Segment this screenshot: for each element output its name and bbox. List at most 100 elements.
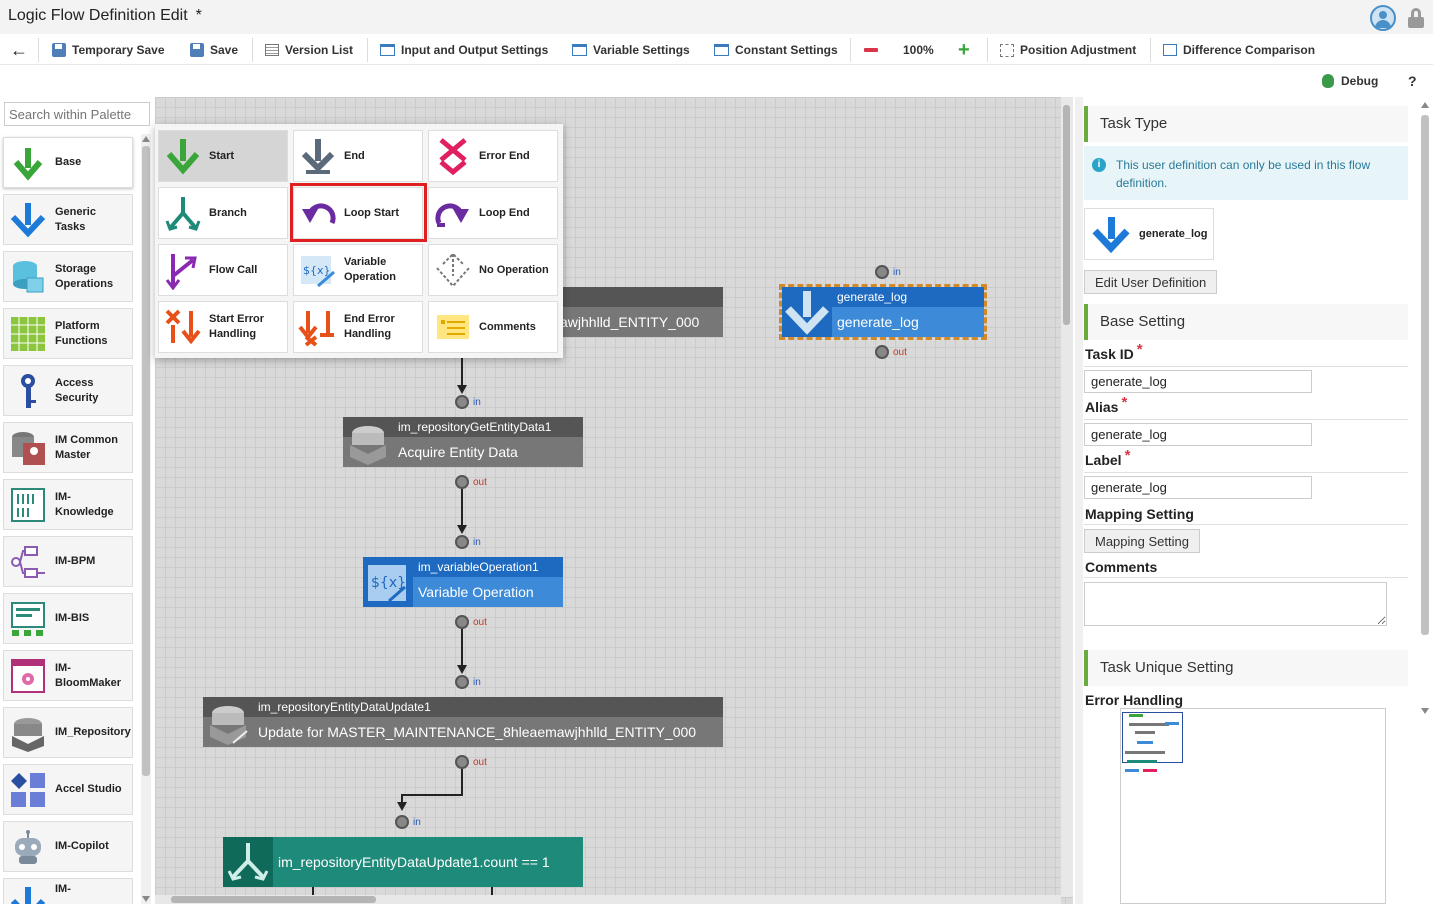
- repository-update-icon: [203, 697, 253, 747]
- loop-start-icon: [298, 193, 338, 233]
- info-icon: i: [1092, 158, 1106, 172]
- palette-category-accel-studio[interactable]: Accel Studio: [3, 764, 133, 815]
- palette-element-branch[interactable]: Branch: [158, 187, 288, 239]
- palette-category-im-knowledge[interactable]: IM-Knowledge: [3, 479, 133, 530]
- port-out[interactable]: [455, 755, 469, 769]
- toolbar: ← Temporary Save Save Version List Input…: [0, 34, 1433, 65]
- io-settings-button[interactable]: Input and Output Settings: [380, 41, 548, 59]
- port-in[interactable]: [875, 265, 889, 279]
- port-out[interactable]: [875, 345, 889, 359]
- palette-category-list: Base Generic Tasks Storage Operations Pl…: [0, 131, 140, 904]
- palette-category-generic-tasks[interactable]: Generic Tasks: [3, 194, 133, 245]
- palette-category-im-bis[interactable]: IM-BIS: [3, 593, 133, 644]
- port-in[interactable]: [395, 815, 409, 829]
- palette-category-im-more[interactable]: IM-: [3, 878, 133, 904]
- minimap-viewport[interactable]: [1122, 712, 1183, 763]
- window-icon: [380, 44, 395, 56]
- palette-category-platform-functions[interactable]: Platform Functions: [3, 308, 133, 359]
- flow-node-branch[interactable]: im_repositoryEntityDataUpdate1.count == …: [223, 837, 583, 887]
- mapping-setting-button[interactable]: Mapping Setting: [1084, 529, 1200, 553]
- flow-call-icon: [163, 250, 203, 291]
- window-icon: [714, 44, 729, 56]
- key-icon: [9, 372, 47, 410]
- lock-icon[interactable]: [1407, 8, 1425, 28]
- palette-category-storage-operations[interactable]: Storage Operations: [3, 251, 133, 302]
- palette-element-error-end[interactable]: Error End: [428, 130, 558, 182]
- start-arrow-icon: [9, 144, 47, 182]
- temporary-save-button[interactable]: Temporary Save: [52, 41, 165, 59]
- variable-settings-button[interactable]: Variable Settings: [572, 41, 690, 59]
- knowledge-icon: [9, 486, 47, 524]
- label-input[interactable]: [1084, 476, 1312, 499]
- alias-label: Alias*: [1085, 394, 1128, 415]
- save-icon: [190, 43, 204, 57]
- task-id-input[interactable]: [1084, 370, 1312, 393]
- repository-icon: [9, 714, 47, 752]
- position-adjustment-button[interactable]: Position Adjustment: [1000, 41, 1136, 59]
- branch-icon: [163, 193, 203, 233]
- task-id-label: Task ID*: [1085, 341, 1143, 362]
- port-in[interactable]: [455, 675, 469, 689]
- position-adjust-icon: [1000, 43, 1014, 57]
- canvas-vertical-scrollbar[interactable]: [1061, 97, 1073, 897]
- palette-element-variable-operation[interactable]: ${x} Variable Operation: [293, 244, 423, 296]
- flow-node-entity-data-update[interactable]: im_repositoryEntityDataUpdate1 Update fo…: [203, 697, 723, 747]
- port-out[interactable]: [455, 475, 469, 489]
- section-base-setting: Base Setting: [1084, 304, 1408, 340]
- palette-category-im-common-master[interactable]: IM Common Master: [3, 422, 133, 473]
- back-button[interactable]: ←: [10, 40, 28, 60]
- palette-element-loop-start[interactable]: Loop Start: [293, 187, 423, 239]
- palette-element-comments[interactable]: Comments: [428, 301, 558, 353]
- bug-icon: [1322, 74, 1334, 88]
- debug-button[interactable]: Debug: [1322, 72, 1378, 90]
- minus-icon: [864, 48, 878, 52]
- difference-comparison-button[interactable]: Difference Comparison: [1163, 41, 1315, 59]
- canvas-minimap[interactable]: [1120, 708, 1386, 904]
- save-button[interactable]: Save: [190, 41, 238, 59]
- version-list-button[interactable]: Version List: [265, 41, 353, 59]
- palette-scrollbar[interactable]: [141, 134, 151, 904]
- accel-studio-icon: [9, 771, 47, 809]
- flow-node-variable-operation[interactable]: ${x} im_variableOperation1 Variable Oper…: [363, 557, 563, 607]
- start-error-handling-icon: [163, 307, 203, 347]
- window-icon: [572, 44, 587, 56]
- zoom-in-button[interactable]: +: [958, 40, 970, 60]
- palette-element-end[interactable]: End: [293, 130, 423, 182]
- task-type-card: generate_log: [1084, 208, 1214, 260]
- properties-scrollbar[interactable]: [1419, 102, 1431, 714]
- palette-category-im-bpm[interactable]: IM-BPM: [3, 536, 133, 587]
- palette-category-access-security[interactable]: Access Security: [3, 365, 133, 416]
- section-task-unique-setting: Task Unique Setting: [1084, 650, 1408, 686]
- edit-user-definition-button[interactable]: Edit User Definition: [1084, 270, 1218, 294]
- info-message: i This user definition can only be used …: [1084, 146, 1408, 200]
- palette-element-no-operation[interactable]: No Operation: [428, 244, 558, 296]
- user-avatar-icon[interactable]: [1370, 5, 1396, 31]
- port-in[interactable]: [455, 535, 469, 549]
- help-button[interactable]: ?: [1408, 73, 1417, 89]
- alias-input[interactable]: [1084, 423, 1312, 446]
- page-title: Logic Flow Definition Edit*: [8, 7, 202, 25]
- palette-category-im-repository[interactable]: IM_Repository: [3, 707, 133, 758]
- palette-element-loop-end[interactable]: Loop End: [428, 187, 558, 239]
- palette-element-start-error-handling[interactable]: Start Error Handling: [158, 301, 288, 353]
- down-arrow-icon: [9, 201, 47, 239]
- palette-category-im-copilot[interactable]: IM-Copilot: [3, 821, 133, 872]
- port-in[interactable]: [455, 395, 469, 409]
- highlight-loop-start: [290, 183, 427, 242]
- palette-element-flow-call[interactable]: Flow Call: [158, 244, 288, 296]
- zoom-out-button[interactable]: [864, 41, 878, 59]
- palette-category-base[interactable]: Base: [3, 137, 133, 188]
- comments-textarea[interactable]: [1084, 582, 1387, 626]
- palette-category-im-bloommaker[interactable]: IM-BloomMaker: [3, 650, 133, 701]
- palette-element-end-error-handling[interactable]: End Error Handling: [293, 301, 423, 353]
- error-end-icon: [433, 136, 473, 176]
- flow-node-get-entity-data[interactable]: im_repositoryGetEntityData1 Acquire Enti…: [343, 417, 583, 467]
- port-out[interactable]: [455, 615, 469, 629]
- flow-node-generate-log[interactable]: generate_log generate_log: [779, 284, 987, 340]
- palette-element-start[interactable]: Start: [158, 130, 288, 182]
- canvas-horizontal-scrollbar[interactable]: [155, 895, 1061, 904]
- palette-search-input[interactable]: [4, 102, 150, 126]
- panel-resize-handle[interactable]: [1075, 97, 1083, 904]
- svg-text:${x}: ${x}: [371, 575, 406, 591]
- constant-settings-button[interactable]: Constant Settings: [714, 41, 838, 59]
